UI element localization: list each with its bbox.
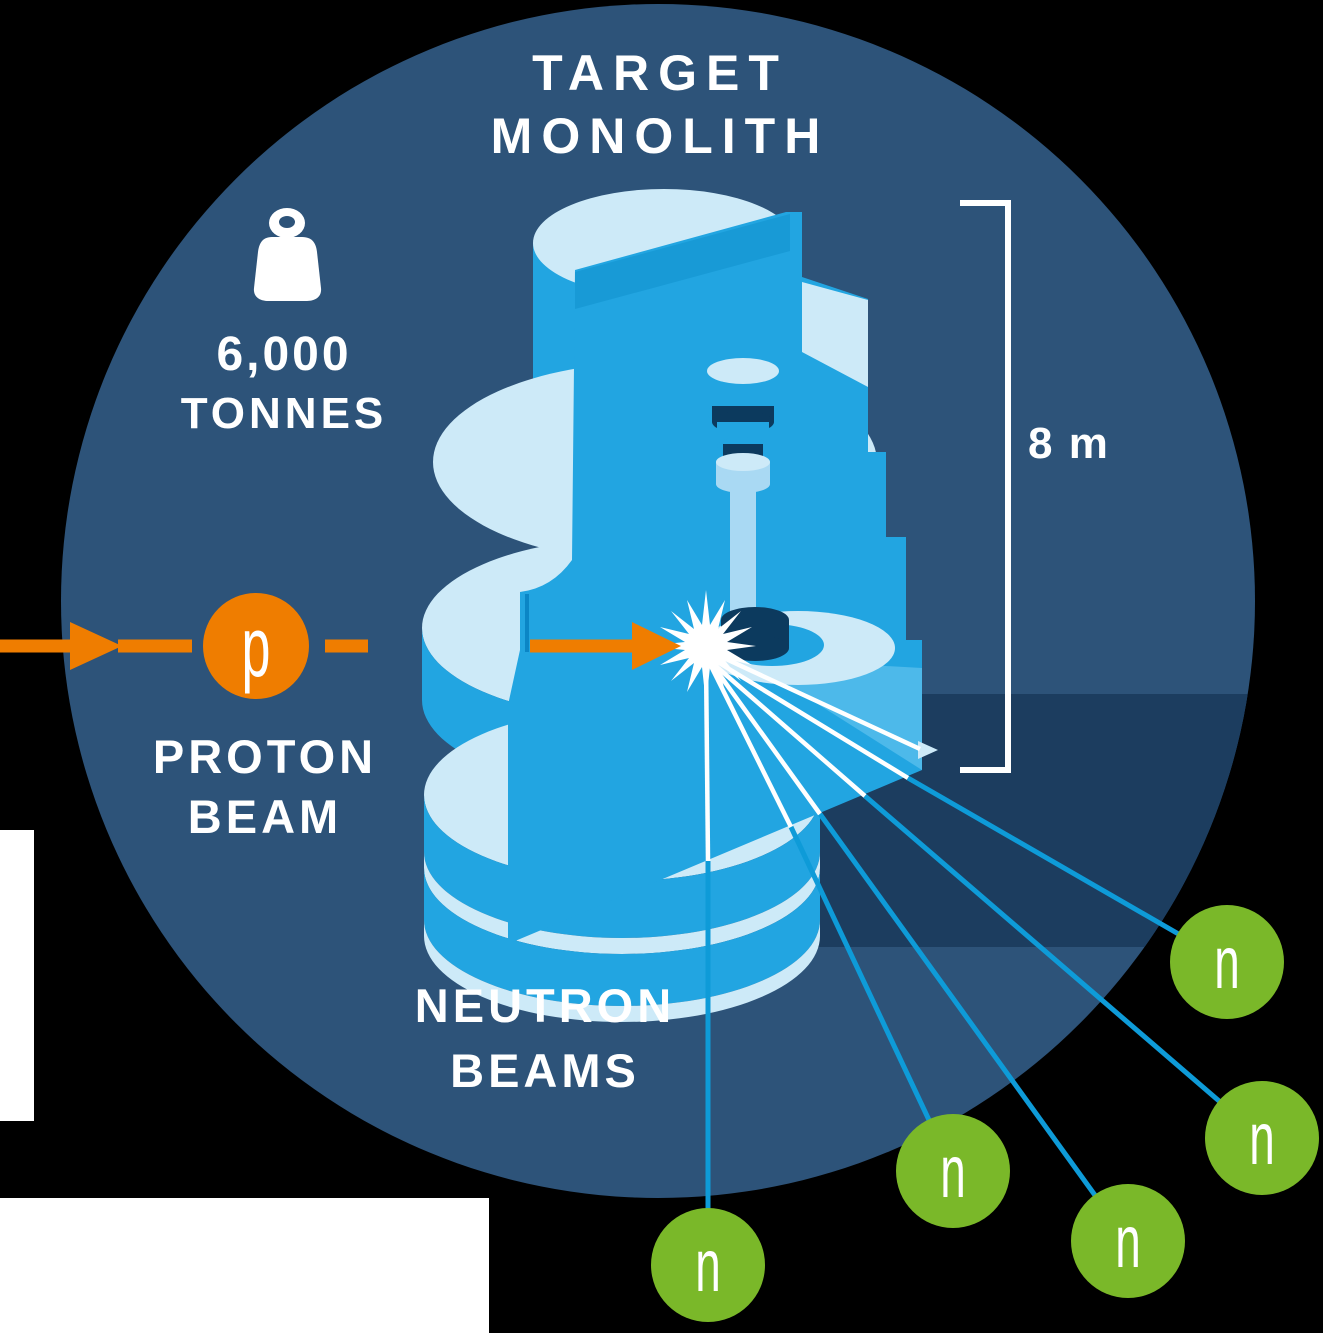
monolith-illustration [422, 189, 938, 1022]
neutron-symbol: n [1115, 1201, 1141, 1284]
neutron-beam-line [906, 775, 1229, 965]
proton-symbol: p [242, 600, 271, 694]
neutron-badges: n n n n n [651, 905, 1319, 1322]
neutron-badge: n [651, 1208, 765, 1322]
neutron-particle-badge [896, 1114, 1010, 1228]
beam-lines-white-segments [703, 649, 921, 862]
weight-icon [253, 208, 322, 301]
neutron-beam-line [788, 825, 956, 1173]
proton-particle-badge [203, 593, 309, 699]
neutron-beam-line [863, 794, 1264, 1140]
weight-value: 6,000 [216, 328, 351, 381]
neutron-particle-badge [651, 1208, 765, 1322]
neutron-beam-line [705, 658, 794, 829]
page-bottom-artifact [0, 1198, 489, 1333]
neutron-beam-line [707, 658, 822, 816]
neutron-beam-line [710, 649, 921, 752]
neutron-beam-lines [703, 649, 1264, 1265]
height-bracket [960, 200, 1011, 773]
neutron-symbol: n [1249, 1098, 1275, 1181]
neutron-badge: n [1170, 905, 1284, 1019]
neutron-beam-line [817, 812, 1131, 1243]
shaft-rod [730, 484, 756, 624]
neutron-beams-label-line1: NEUTRON [415, 979, 675, 1032]
neutron-beam-line [709, 656, 910, 780]
shaft-collar-top [716, 453, 770, 471]
title-line1: TARGET [532, 45, 788, 101]
monolith-cut-face [508, 212, 922, 944]
ring-rim [424, 920, 820, 1022]
neutron-badge: n [1071, 1184, 1185, 1298]
proton-arrowhead [632, 622, 681, 670]
weight-unit: TONNES [181, 389, 388, 438]
neutron-particle-badge [1205, 1081, 1319, 1195]
beam-exit-notch [918, 741, 938, 759]
neutron-particle-badge [1071, 1184, 1185, 1298]
proton-beam-label-line1: PROTON [153, 730, 377, 783]
shaft-assembly [707, 358, 779, 624]
right-step-top [802, 282, 868, 387]
neutron-beams-label-line2: BEAMS [450, 1044, 640, 1097]
proton-beam: p [0, 593, 681, 699]
title-line2: MONOLITH [491, 108, 830, 164]
height-dimension-label: 8 m [1028, 419, 1110, 468]
plug-top [707, 358, 779, 384]
labels: TARGET MONOLITH 6,000 TONNES PROTON BEAM… [153, 45, 830, 1097]
neutron-symbol: n [940, 1131, 966, 1214]
chimney-cut-band [575, 214, 790, 309]
neutron-symbol: n [695, 1225, 721, 1308]
proton-arrowhead [70, 622, 122, 670]
weight-body [253, 237, 322, 301]
neutron-beam-line [708, 659, 867, 798]
neutron-badge: n [896, 1114, 1010, 1228]
ring-body [424, 868, 820, 1006]
hub-bottom [721, 635, 789, 661]
page-edge-artifact [0, 830, 34, 1121]
neutron-symbol: n [1214, 922, 1240, 1005]
beam-lines-blue-segments [705, 775, 1264, 1265]
spallation-starburst [646, 590, 756, 704]
weight-handle-hole [279, 216, 295, 228]
neutron-badge: n [1205, 1081, 1319, 1195]
neutron-particle-badge [1170, 905, 1284, 1019]
proton-beam-label-line2: BEAM [188, 790, 342, 843]
